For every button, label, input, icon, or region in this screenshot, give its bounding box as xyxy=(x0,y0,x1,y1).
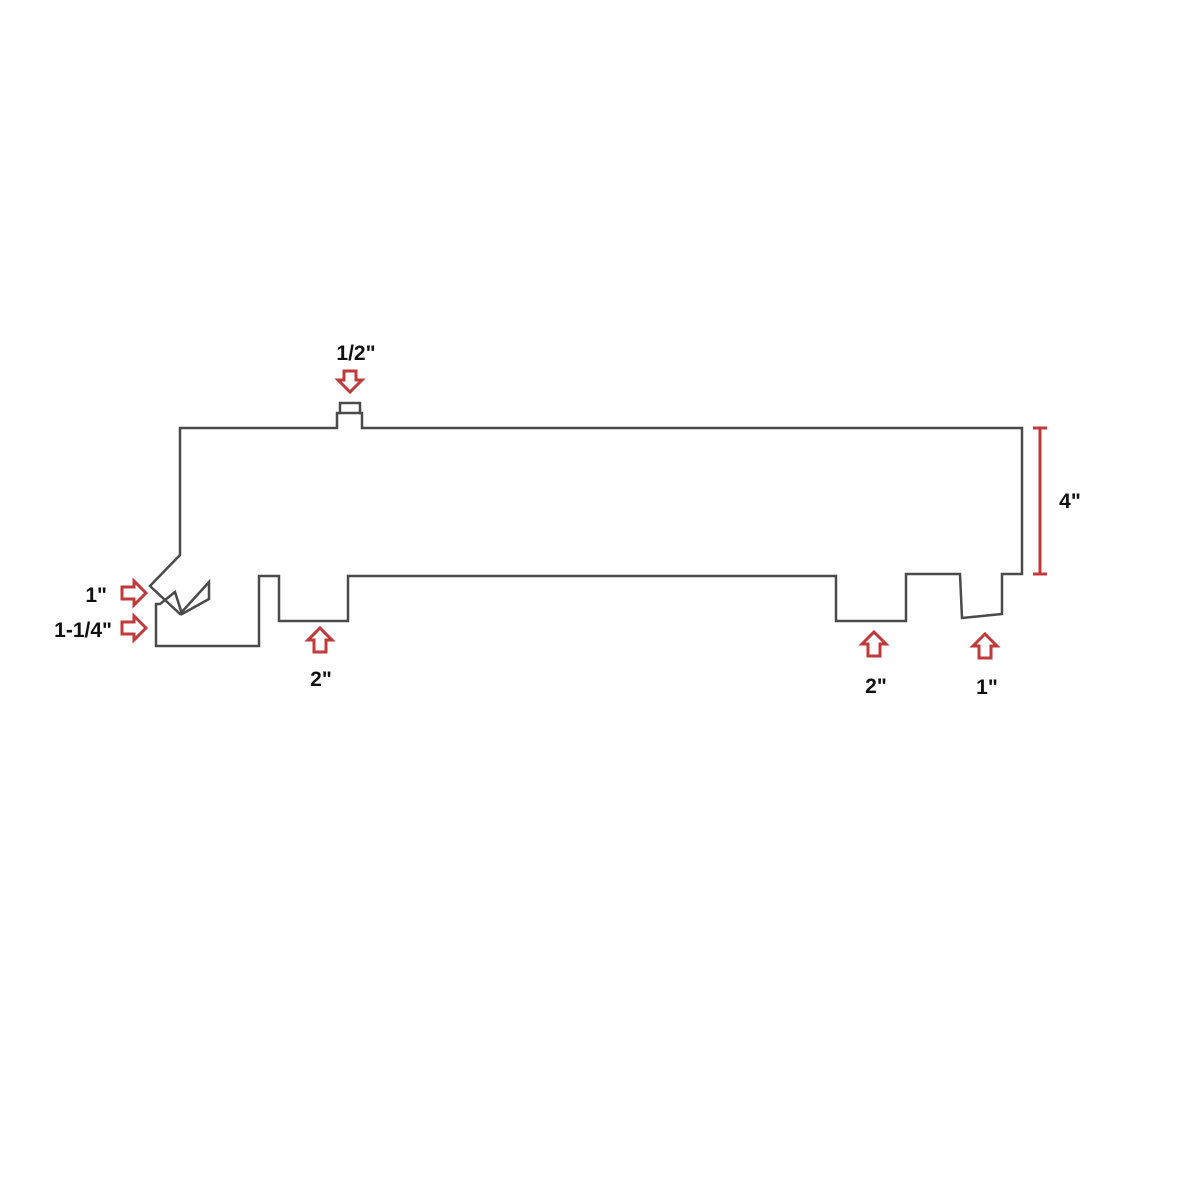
left-upper-port-arrow-icon xyxy=(120,577,149,609)
bottom-port-middle-arrow-icon xyxy=(858,629,890,658)
left-lower-port-label: 1-1/4" xyxy=(54,619,112,642)
left-lower-port-arrow-icon xyxy=(120,612,149,644)
left-upper-port-label: 1" xyxy=(85,584,107,607)
manifold-body-outline xyxy=(148,401,1024,648)
bottom-port-middle-label: 2" xyxy=(865,675,887,698)
bottom-port-left-arrow-icon xyxy=(304,625,336,654)
bottom-port-left-label: 2" xyxy=(310,668,332,691)
height-label: 4" xyxy=(1059,490,1081,513)
bottom-port-right-label: 1" xyxy=(976,676,998,699)
top-port-arrow-icon xyxy=(334,369,366,395)
top-port-label: 1/2" xyxy=(336,342,375,365)
bottom-port-right-arrow-icon xyxy=(969,631,1001,660)
